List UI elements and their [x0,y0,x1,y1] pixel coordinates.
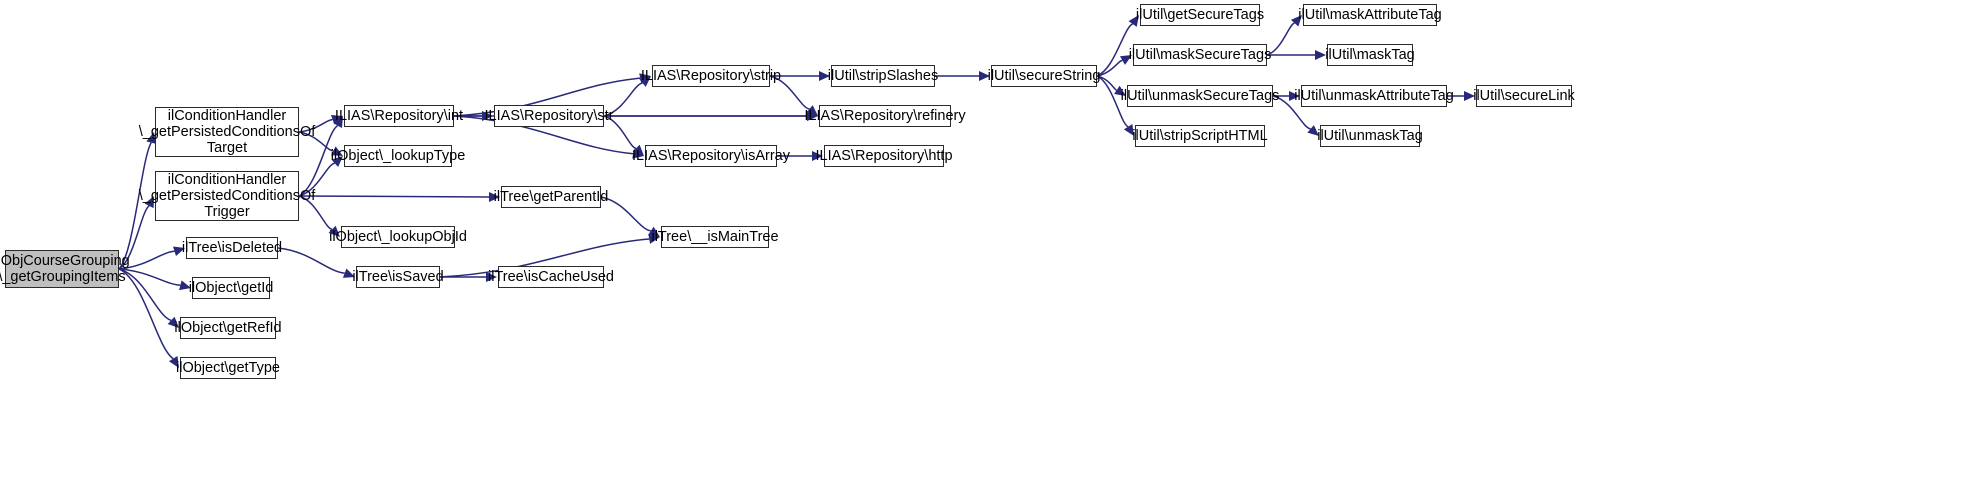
graph-node[interactable]: ilObject\getRefId [174,317,282,339]
graph-node[interactable]: ilUtil\unmaskSecureTags [1121,85,1279,107]
graph-node[interactable]: ilTree\__isMainTree [651,226,779,248]
graph-node[interactable]: ilUtil\unmaskAttributeTag [1294,85,1454,107]
graph-node[interactable]: ILIAS\Repository\refinery [804,105,966,127]
graph-node[interactable]: ilTree\getParentId [494,186,608,208]
graph-node[interactable]: ILIAS\Repository\str [485,105,613,127]
graph-node[interactable]: ilObject\_lookupObjId [329,226,467,248]
graph-edge [1096,23,1134,77]
graph-node[interactable]: ilConditionHandler \_getPersistedConditi… [138,171,316,221]
graph-node[interactable]: ilConditionHandler \_getPersistedConditi… [138,107,316,157]
graph-node[interactable]: ilTree\isCacheUsed [488,266,614,288]
graph-node[interactable]: ilUtil\secureString [988,65,1100,87]
graph-node[interactable]: ilObject\_lookupType [331,145,465,167]
graph-edge [298,195,490,198]
graph-node[interactable]: ilUtil\unmaskTag [1317,125,1423,147]
graph-node[interactable]: ILIAS\Repository\http [816,145,953,167]
graph-node[interactable]: ilUtil\secureLink [1473,85,1575,107]
graph-node[interactable]: ilTree\isDeleted [182,237,282,259]
graph-edge [600,196,652,232]
graph-edge [277,247,345,274]
graph-node[interactable]: ilUtil\maskAttributeTag [1298,4,1442,26]
graph-node[interactable]: ilObjCourseGrouping \_getGroupingItems [0,250,130,288]
graph-edge [1096,59,1123,77]
graph-node[interactable]: ilUtil\maskTag [1325,44,1415,66]
graph-node[interactable]: ilUtil\getSecureTags [1136,4,1264,26]
graph-node[interactable]: ilUtil\maskSecureTags [1129,44,1271,66]
graph-node[interactable]: ILIAS\Repository\isArray [632,145,790,167]
graph-node[interactable]: ilObject\getType [176,357,280,379]
graph-node[interactable]: ILIAS\Repository\int [335,105,463,127]
graph-node[interactable]: ilUtil\stripSlashes [828,65,938,87]
graph-node[interactable]: ilUtil\stripScriptHTML [1132,125,1268,147]
graph-node[interactable]: ilObject\getId [189,277,273,299]
graph-node[interactable]: ILIAS\Repository\strip [641,65,781,87]
graph-node[interactable]: ilTree\isSaved [352,266,444,288]
